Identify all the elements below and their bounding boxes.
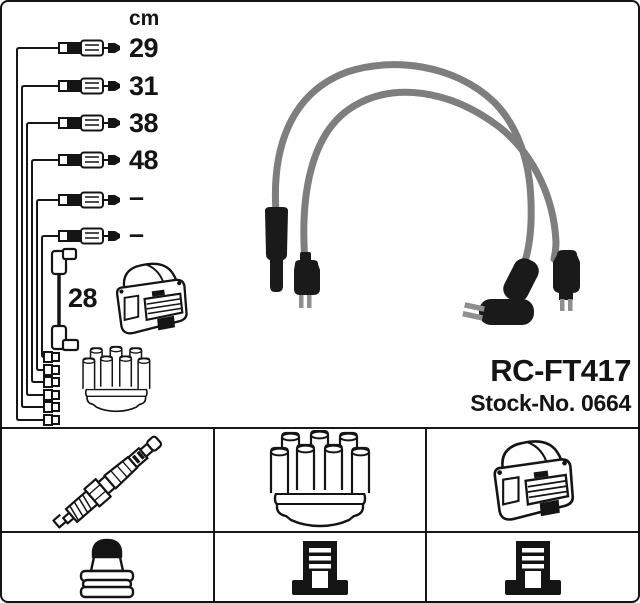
cable-bundle-lines bbox=[16, 47, 60, 421]
legend-cell-din-terminal-2 bbox=[427, 533, 638, 601]
legend-cell-ignition-coil bbox=[427, 429, 638, 531]
part-number: RC-FT417 bbox=[490, 353, 631, 388]
legend-row-components bbox=[2, 429, 638, 533]
terminal-boot bbox=[553, 250, 580, 293]
ignition-coil-drawing bbox=[115, 262, 188, 335]
din-terminal-icon bbox=[504, 541, 561, 595]
elbow-boot bbox=[462, 258, 539, 325]
cable-length-4: 48 bbox=[129, 145, 159, 175]
cable-length-6: – bbox=[129, 219, 144, 249]
ignition-leads-diagram bbox=[16, 39, 580, 426]
length-unit-header: cm bbox=[129, 7, 160, 30]
spark-plug-wires-photo bbox=[265, 61, 580, 325]
cable-length-3: 38 bbox=[129, 108, 159, 138]
coil-lead-drawing bbox=[50, 247, 80, 352]
legend-table bbox=[2, 427, 638, 601]
distributor-end-stubs bbox=[43, 351, 60, 426]
plug-terminal-icon bbox=[80, 538, 135, 599]
din-terminal-icon bbox=[292, 541, 348, 595]
cable-length-5: – bbox=[129, 182, 144, 212]
coil-lead-length: 28 bbox=[68, 283, 98, 313]
cable-length-1: 29 bbox=[129, 33, 159, 63]
cable-length-2: 31 bbox=[129, 71, 159, 101]
spark-plug-icon bbox=[52, 435, 163, 529]
legend-cell-din-terminal-1 bbox=[215, 533, 428, 601]
distributor-cap-drawing bbox=[83, 347, 150, 412]
cable-connector-drawings bbox=[58, 39, 121, 245]
legend-row-terminals bbox=[2, 533, 638, 601]
ignition-coil-icon bbox=[493, 440, 574, 521]
plug-boot bbox=[265, 207, 288, 292]
legend-cell-distributor-cap bbox=[215, 429, 428, 531]
terminal-boot bbox=[294, 260, 320, 295]
legend-cell-plug-terminal bbox=[2, 533, 215, 601]
legend-cell-spark-plug bbox=[2, 429, 215, 531]
stock-number: Stock-No. 0664 bbox=[470, 390, 631, 416]
distributor-cap-icon bbox=[268, 430, 372, 530]
